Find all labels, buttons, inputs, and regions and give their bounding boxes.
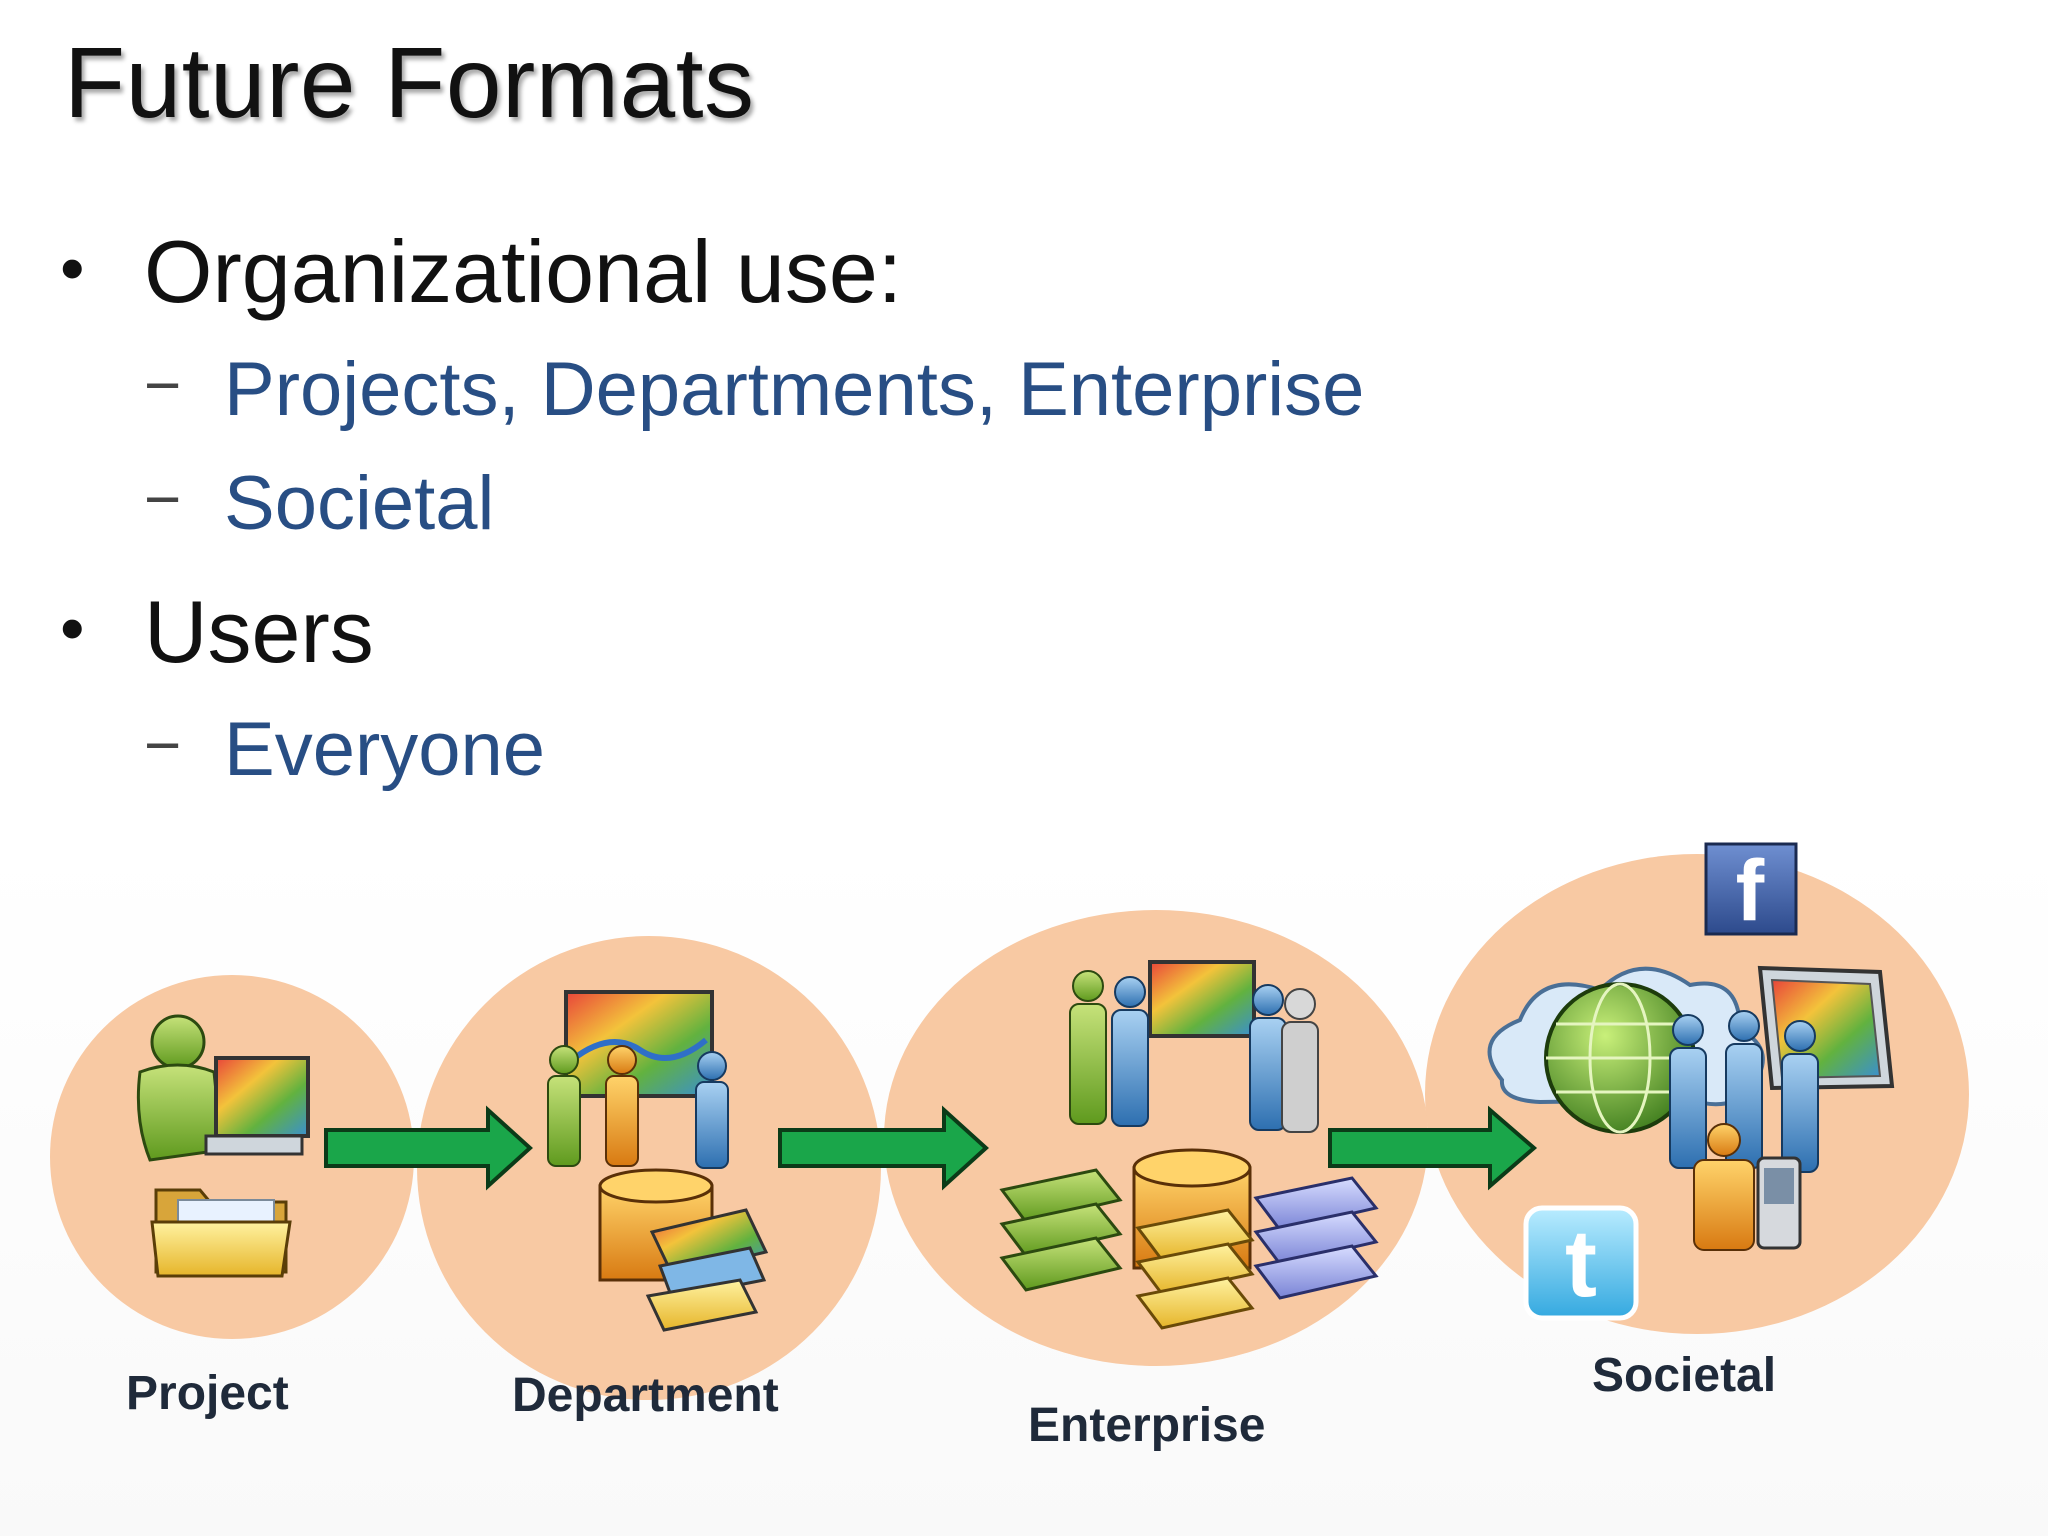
green-layers-icon xyxy=(999,1168,1123,1292)
sub-bullet-societal: −Societal xyxy=(144,466,494,542)
tablet-map-icon xyxy=(1757,965,1895,1091)
slide-title: Future Formats xyxy=(64,27,755,139)
sub-bullet-dash: − xyxy=(144,709,182,781)
arrow-right-icon xyxy=(1328,1105,1538,1191)
enterprise-icons xyxy=(999,960,1379,1330)
flow-arrows xyxy=(324,1105,1538,1191)
department-circle xyxy=(417,936,881,1400)
sub-bullet-everyone: −Everyone xyxy=(144,712,545,788)
globe-icon xyxy=(1544,982,1696,1134)
arrow-right-icon xyxy=(778,1105,989,1191)
twitter-icon: t xyxy=(1523,1205,1639,1321)
societal-icons: f t xyxy=(1487,842,1895,1321)
sub-bullet-text: Projects, Departments, Enterprise xyxy=(224,347,1365,432)
bullet-text: Users xyxy=(144,582,374,681)
sub-bullet-dash: − xyxy=(144,463,182,535)
crowd-people-icon xyxy=(1669,1010,1819,1251)
stage-label-project: Project xyxy=(126,1367,289,1420)
sub-bullet-text: Societal xyxy=(224,461,495,546)
bullet-text: Organizational use: xyxy=(144,222,903,321)
facebook-glyph: f xyxy=(1736,843,1765,939)
project-circle xyxy=(50,975,414,1339)
department-icons xyxy=(547,990,769,1332)
stage-label-societal: Societal xyxy=(1592,1349,1777,1402)
sub-bullet-projects: −Projects, Departments, Enterprise xyxy=(144,352,1364,428)
people-group-icon xyxy=(547,1045,729,1169)
facebook-icon: f xyxy=(1704,842,1798,939)
sub-bullet-dash: − xyxy=(144,349,182,421)
folder-icon xyxy=(150,1188,292,1278)
database-layers-icon xyxy=(598,1168,769,1332)
stage-label-enterprise: Enterprise xyxy=(1028,1399,1266,1452)
person-at-computer-icon xyxy=(136,1014,310,1162)
sub-bullet-text: Everyone xyxy=(224,707,546,792)
lavender-layers-icon xyxy=(1253,1176,1379,1300)
presentation-map-icon xyxy=(1148,960,1256,1038)
bullet-organizational-use: •Organizational use: xyxy=(60,228,902,316)
map-board-icon xyxy=(564,990,714,1098)
mobile-phone-icon xyxy=(1756,1156,1802,1250)
meeting-people-icon xyxy=(1069,970,1319,1133)
yellow-layers-icon xyxy=(1135,1208,1255,1330)
bullet-dot: • xyxy=(60,589,85,667)
stage-label-department: Department xyxy=(512,1369,779,1422)
bullet-dot: • xyxy=(60,229,85,307)
bullet-users: •Users xyxy=(60,588,374,676)
twitter-glyph: t xyxy=(1565,1210,1597,1317)
project-icons xyxy=(136,1014,310,1278)
arrow-right-icon xyxy=(324,1105,533,1191)
